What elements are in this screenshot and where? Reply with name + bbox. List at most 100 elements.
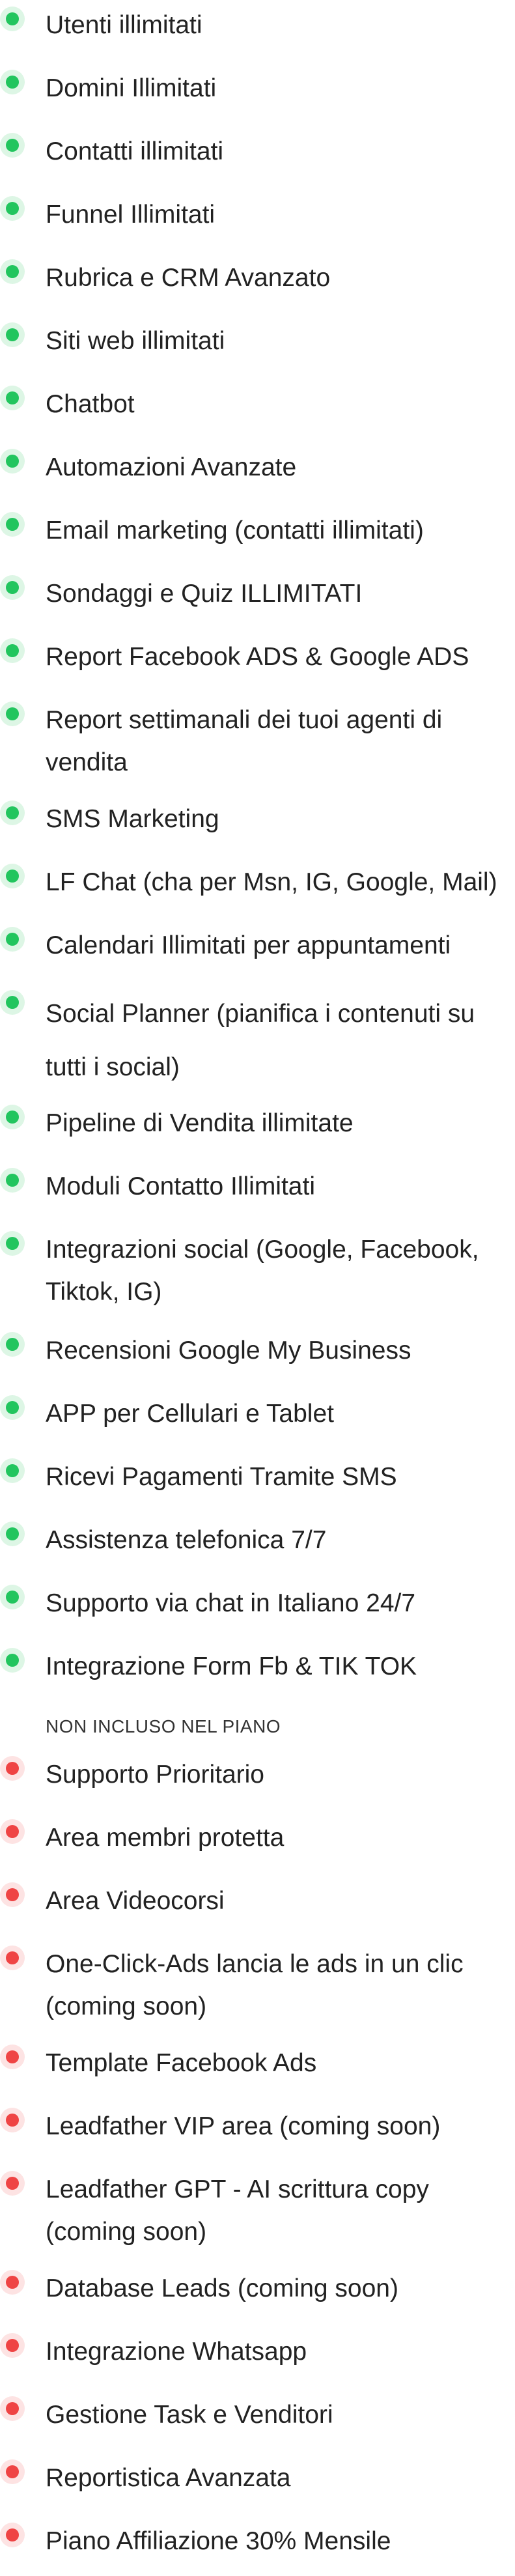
list-item: Integrazione Whatsapp [0,2330,515,2394]
list-item: Email marketing (contatti illimitati) [0,509,515,573]
red-dot-icon [0,2523,25,2547]
excluded-features-list: Supporto Prioritario Area membri protett… [0,1749,515,2572]
feature-label: Report settimanali dei tuoi agenti di ve… [46,706,443,776]
red-dot-icon [0,1946,25,1970]
list-item: Recensioni Google My Business [0,1329,515,1393]
feature-label: Social Planner (pianifica i contenuti su… [46,1000,475,1081]
green-dot-icon [0,701,25,726]
list-item: Pipeline di Vendita illimitate [0,1102,515,1165]
green-dot-icon [0,7,25,31]
green-dot-icon [0,990,25,1015]
list-item: LF Chat (cha per Msn, IG, Google, Mail) [0,861,515,924]
feature-label: One-Click-Ads lancia le ads in un clic (… [46,1950,464,2020]
list-item: One-Click-Ads lancia le ads in un clic (… [0,1943,515,2042]
feature-label: Area Videocorsi [46,1887,225,1915]
feature-label: Calendari Illimitati per appuntamenti [46,931,451,959]
green-dot-icon [0,196,25,221]
green-dot-icon [0,1522,25,1546]
feature-label: Piano Affiliazione 30% Mensile [46,2527,391,2555]
list-item: Ricevi Pagamenti Tramite SMS [0,1456,515,1519]
list-item: Utenti illimitati [0,4,515,67]
list-item: Contatti illimitati [0,130,515,193]
green-dot-icon [0,1332,25,1357]
list-item: Gestione Task e Venditori [0,2394,515,2457]
feature-label: Leadfather GPT - AI scrittura copy (comi… [46,2175,429,2246]
green-dot-icon [0,70,25,94]
list-item: Piano Affiliazione 30% Mensile [0,2520,515,2572]
feature-label: Pipeline di Vendita illimitate [46,1109,354,1137]
list-item: Area membri protetta [0,1817,515,1880]
list-item: Rubrica e CRM Avanzato [0,257,515,320]
list-item: Supporto via chat in Italiano 24/7 [0,1582,515,1645]
green-dot-icon [0,638,25,663]
list-item: Automazioni Avanzate [0,446,515,509]
red-dot-icon [0,2045,25,2069]
list-item: Integrazione Form Fb & TIK TOK [0,1645,515,1704]
green-dot-icon [0,1231,25,1256]
list-item: Integrazioni social (Google, Facebook, T… [0,1228,515,1329]
feature-label: Gestione Task e Venditori [46,2401,333,2429]
feature-label: Leadfather VIP area (coming soon) [46,2112,441,2140]
list-item: Supporto Prioritario [0,1753,515,1817]
feature-label: Moduli Contatto Illimitati [46,1172,315,1200]
red-dot-icon [0,2459,25,2484]
red-dot-icon [0,2108,25,2132]
green-dot-icon [0,1648,25,1673]
green-dot-icon [0,386,25,410]
feature-label: Report Facebook ADS & Google ADS [46,643,469,671]
list-item: Leadfather GPT - AI scrittura copy (comi… [0,2168,515,2267]
feature-label: Supporto Prioritario [46,1761,264,1789]
green-dot-icon [0,449,25,474]
list-item: Calendari Illimitati per appuntamenti [0,924,515,987]
green-dot-icon [0,1395,25,1420]
feature-label: Integrazione Whatsapp [46,2338,307,2366]
list-item: Assistenza telefonica 7/7 [0,1519,515,1582]
list-item: APP per Cellulari e Tablet [0,1393,515,1456]
feature-label: Recensioni Google My Business [46,1337,411,1365]
list-item: Domini Illimitati [0,67,515,130]
red-dot-icon [0,2333,25,2358]
feature-label: Database Leads (coming soon) [46,2274,398,2302]
green-dot-icon [0,259,25,284]
list-item: Reportistica Avanzata [0,2457,515,2520]
feature-label: Siti web illimitati [46,327,225,355]
green-dot-icon [0,1585,25,1609]
feature-label: Funnel Illimitati [46,201,216,229]
feature-label: Integrazioni social (Google, Facebook, T… [46,1236,479,1306]
green-dot-icon [0,322,25,347]
included-features-list: Utenti illimitati Domini Illimitati Cont… [0,4,515,1704]
green-dot-icon [0,512,25,537]
green-dot-icon [0,927,25,952]
green-dot-icon [0,1458,25,1483]
list-item: Template Facebook Ads [0,2042,515,2105]
feature-label: Automazioni Avanzate [46,453,297,481]
red-dot-icon [0,1756,25,1781]
feature-label: Domini Illimitati [46,74,217,102]
red-dot-icon [0,2270,25,2295]
red-dot-icon [0,2396,25,2421]
feature-label: SMS Marketing [46,805,219,833]
feature-label: Chatbot [46,390,135,418]
green-dot-icon [0,575,25,600]
section-heading-not-included: NON INCLUSO NEL PIANO [46,1716,281,1736]
feature-label: Sondaggi e Quiz ILLIMITATI [46,580,363,608]
list-item: SMS Marketing [0,798,515,861]
list-item: Report settimanali dei tuoi agenti di ve… [0,699,515,798]
list-item: Sondaggi e Quiz ILLIMITATI [0,573,515,636]
red-dot-icon [0,2171,25,2196]
green-dot-icon [0,864,25,888]
feature-label: Rubrica e CRM Avanzato [46,264,331,292]
green-dot-icon [0,800,25,825]
green-dot-icon [0,1105,25,1129]
red-dot-icon [0,1882,25,1907]
list-item: Database Leads (coming soon) [0,2267,515,2330]
list-item: Siti web illimitati [0,320,515,383]
list-item: Leadfather VIP area (coming soon) [0,2105,515,2168]
feature-label: Utenti illimitati [46,11,202,39]
feature-label: Email marketing (contatti illimitati) [46,517,424,545]
red-dot-icon [0,1819,25,1844]
green-dot-icon [0,133,25,158]
list-item: Funnel Illimitati [0,193,515,257]
feature-label: Supporto via chat in Italiano 24/7 [46,1589,416,1617]
